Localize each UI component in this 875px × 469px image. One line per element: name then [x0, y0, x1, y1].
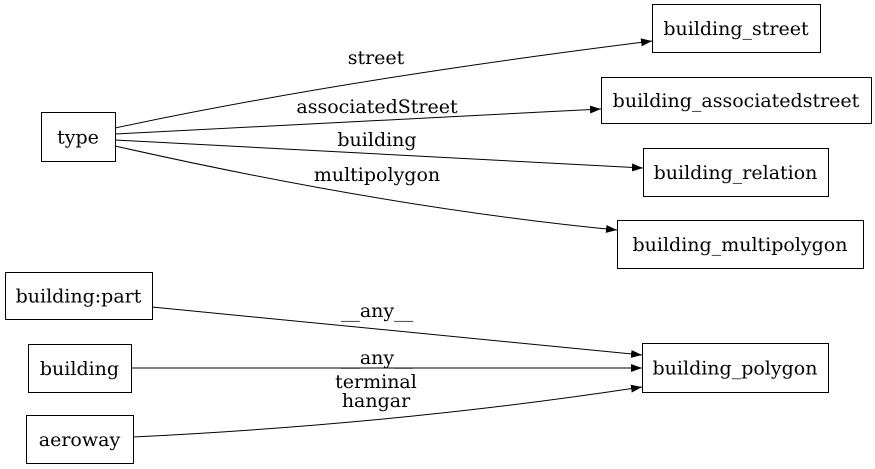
node-label-building: building: [40, 358, 119, 380]
node-aeroway: aeroway: [26, 415, 134, 464]
node-label-building_multipolygon: building_multipolygon: [633, 234, 848, 256]
node-box-building: [28, 344, 132, 393]
node-box-building_relation: [643, 148, 829, 197]
edge-type-to-building_relation: [114, 139, 644, 172]
edge-label-type-to-building_street: street: [348, 47, 405, 69]
edge-aeroway-to-building_polygon: [132, 384, 643, 438]
nodes-layer: type building_street building_associatedst…: [5, 4, 872, 464]
node-label-building_street: building_street: [663, 18, 809, 40]
edge-building_part-to-building_polygon: [151, 306, 643, 358]
edge-type-to-building_multipolygon: [114, 145, 618, 233]
node-box-building_multipolygon: [617, 220, 864, 269]
edge-label-aeroway-to-building_polygon: hangar: [342, 390, 411, 412]
edge-label-building-to-building_polygon: __any__: [341, 347, 414, 369]
node-box-building_polygon: [642, 343, 829, 393]
node-type: type: [41, 112, 116, 162]
node-box-type: [41, 112, 116, 162]
edge-type-to-building_associatedstreet: [114, 105, 602, 135]
node-label-building_part: building:part: [16, 286, 142, 308]
edge-label-type-to-building_associatedstreet: associatedStreet: [296, 96, 458, 118]
edge-label-type-to-building_multipolygon: multipolygon: [314, 164, 440, 186]
node-label-type: type: [57, 127, 99, 149]
node-building_associatedstreet: building_associatedstreet: [601, 77, 872, 124]
node-building: building: [28, 344, 132, 393]
node-box-building_associatedstreet: [601, 77, 872, 124]
node-building_street: building_street: [652, 4, 821, 53]
edge-labels-layer: street associatedStreet building multipolyg…: [296, 47, 458, 412]
edge-type-to-building_street: [114, 38, 653, 129]
node-building_multipolygon: building_multipolygon: [617, 220, 864, 269]
edge-label-type-to-building_relation: building: [337, 129, 416, 151]
node-building_part: building:part: [5, 272, 153, 320]
node-box-building_street: [652, 4, 821, 53]
edge-label-aeroway-to-building_polygon: terminal: [335, 371, 417, 393]
edges-layer: [114, 38, 653, 438]
edge-label-building_part-to-building_polygon: __any__: [341, 300, 414, 322]
node-label-building_relation: building_relation: [654, 162, 818, 184]
node-label-building_associatedstreet: building_associatedstreet: [613, 90, 860, 112]
node-label-building_polygon: building_polygon: [653, 358, 818, 380]
node-building_relation: building_relation: [643, 148, 829, 197]
node-building_polygon: building_polygon: [642, 343, 829, 393]
node-box-aeroway: [26, 415, 134, 464]
node-label-aeroway: aeroway: [39, 429, 121, 451]
node-box-building_part: [5, 272, 153, 320]
